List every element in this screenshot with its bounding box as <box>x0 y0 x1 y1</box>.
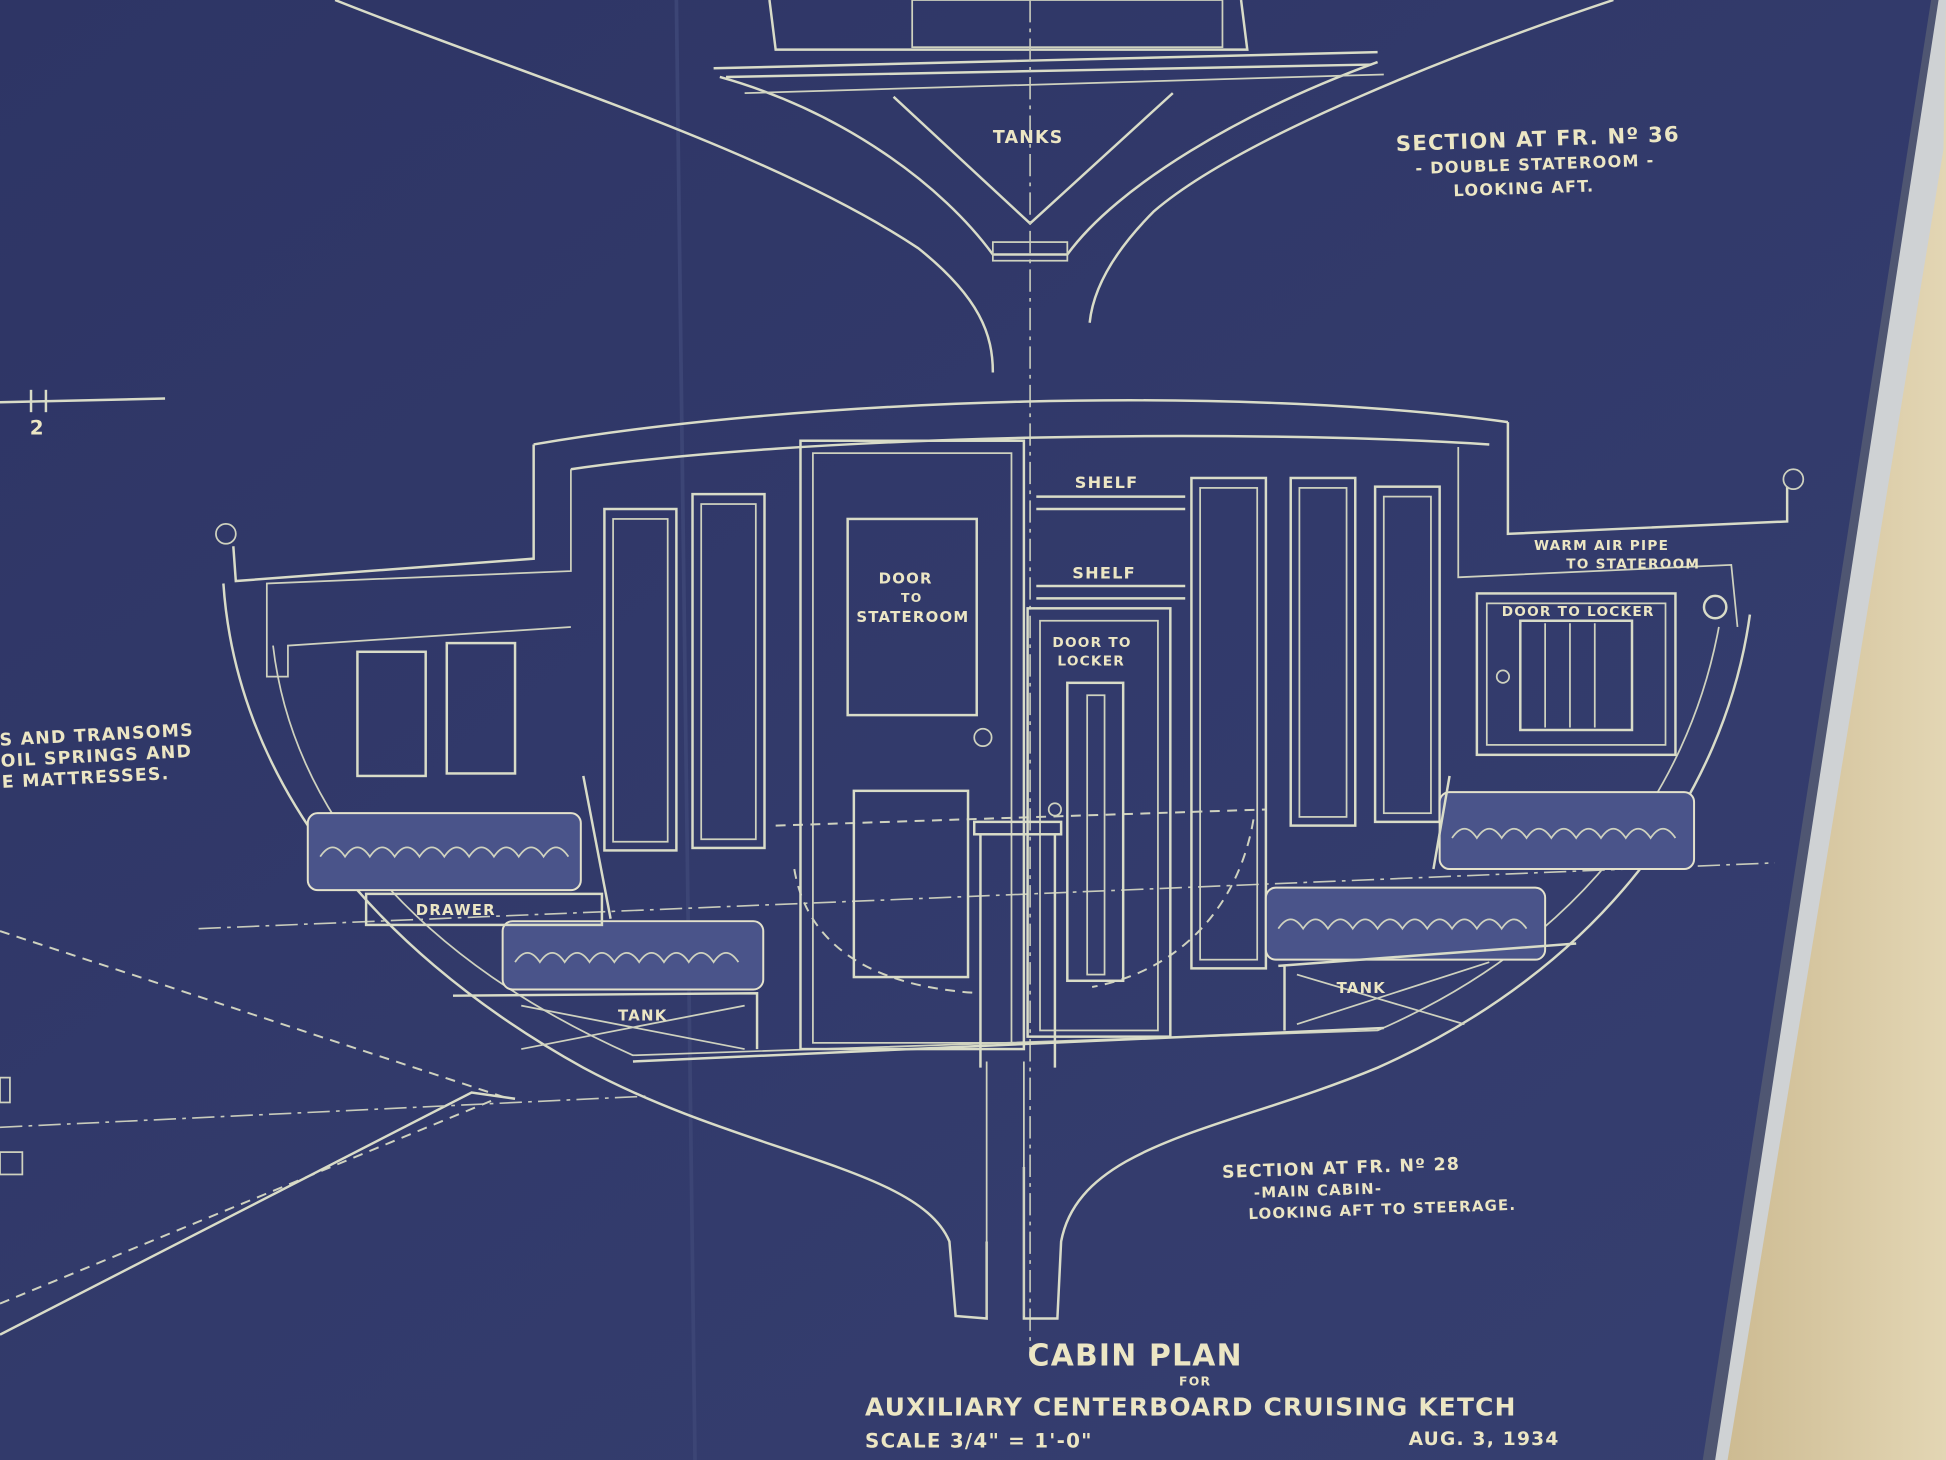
drawer: DRAWER <box>364 892 604 927</box>
door-to-locker-center: DOOR TO LOCKER <box>973 607 1172 1068</box>
shelf-lower-label: SHELF <box>1072 564 1136 583</box>
shelf-upper-label: SHELF <box>1075 473 1139 492</box>
door-to-locker-right: DOOR TO LOCKER WARM AIR PIPE TO STATEROO… <box>1475 538 1728 757</box>
picture-frame <box>1702 0 1946 1460</box>
cabin-panels <box>356 476 1441 970</box>
tanks-label: TANKS <box>993 128 1064 148</box>
svg-text:-MAIN CABIN-: -MAIN CABIN- <box>1254 1179 1383 1201</box>
date: AUG. 3, 1934 <box>1409 1429 1560 1450</box>
svg-text:2: 2 <box>30 417 45 440</box>
subtitle: AUXILIARY CENTERBOARD CRUISING KETCH <box>865 1392 1517 1421</box>
svg-text:DOOR: DOOR <box>879 570 933 588</box>
main-section-hull <box>198 399 1805 1320</box>
svg-text:WARM AIR PIPE: WARM AIR PIPE <box>1534 538 1669 554</box>
svg-text:TANK: TANK <box>618 1007 667 1025</box>
title-for: FOR <box>1179 1374 1211 1389</box>
title-block: CABIN PLAN FOR AUXILIARY CENTERBOARD CRU… <box>865 1339 1560 1453</box>
mattress-note: S AND TRANSOMS OIL SPRINGS AND E MATTRES… <box>0 721 194 793</box>
svg-text:DOOR TO LOCKER: DOOR TO LOCKER <box>1502 604 1655 620</box>
tank-right: TANK <box>1278 942 1577 1031</box>
svg-text:DRAWER: DRAWER <box>416 901 496 919</box>
fold-line <box>674 0 697 1460</box>
shelves: SHELF SHELF <box>1036 473 1186 600</box>
svg-text:LOOKING AFT.: LOOKING AFT. <box>1453 176 1595 200</box>
mattresses <box>306 775 1696 991</box>
title: CABIN PLAN <box>1028 1339 1243 1374</box>
plan-view-fragment <box>0 930 646 1336</box>
svg-text:TO STATEROOM: TO STATEROOM <box>1566 557 1700 573</box>
svg-text:TANK: TANK <box>1337 979 1386 997</box>
svg-text:LOCKER: LOCKER <box>1057 653 1125 669</box>
drawing-scale: SCALE 3/4" = 1'-0" <box>865 1430 1093 1453</box>
svg-text:STATEROOM: STATEROOM <box>856 608 969 626</box>
svg-text:TO: TO <box>901 590 922 605</box>
cabin-sole <box>632 1026 1384 1063</box>
tank-left: TANK <box>452 991 759 1050</box>
scale-mark: 2 <box>0 389 166 440</box>
svg-text:DOOR TO: DOOR TO <box>1052 635 1131 651</box>
